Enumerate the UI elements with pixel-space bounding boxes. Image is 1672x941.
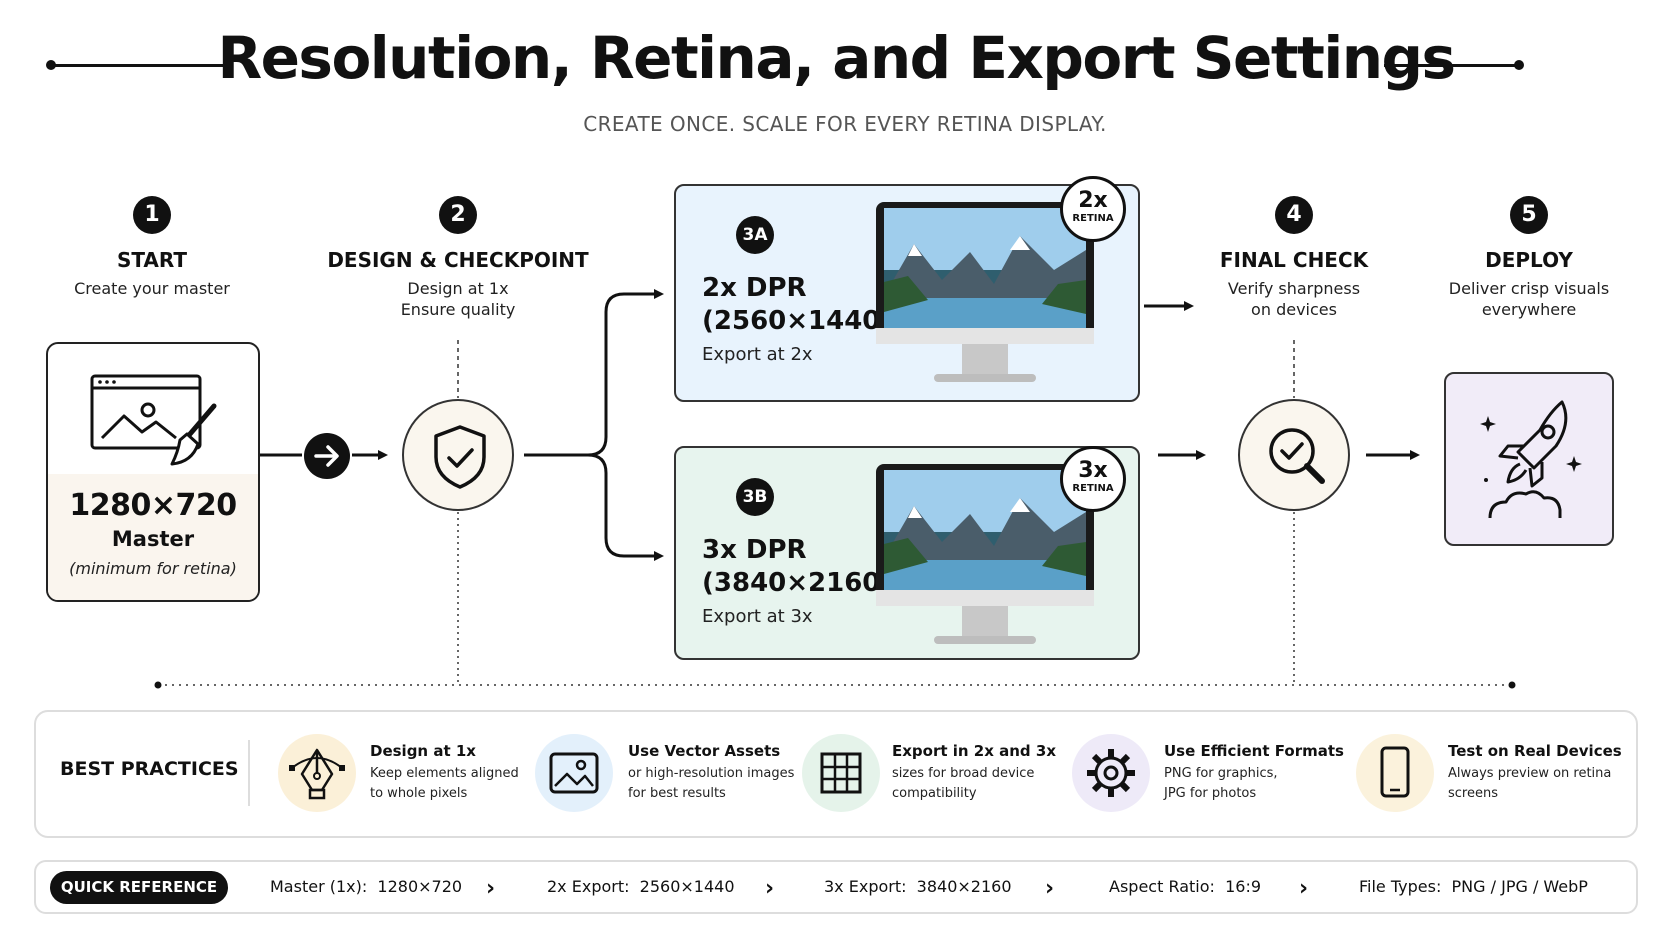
best-practices-title: BEST PRACTICES: [60, 758, 239, 780]
export-title: 2x DPR(2560×1440): [702, 273, 893, 336]
page-subtitle: CREATE ONCE. SCALE FOR EVERY RETINA DISP…: [583, 112, 1107, 136]
step-title: DEPLOY: [1485, 248, 1573, 272]
arrow-right-icon: [304, 433, 350, 479]
chevron-right-icon: ›: [1299, 876, 1309, 901]
step-badge-3a: 3A: [736, 216, 774, 254]
master-label: Master: [111, 527, 195, 551]
design-checkpoint-circle: [402, 399, 514, 511]
step-badge-3b: 3B: [736, 478, 774, 516]
export-scale-label: Export at 2x: [702, 344, 813, 365]
arrow-to-3b: [587, 453, 664, 561]
bp-item-efficient-formats: Use Efficient Formats PNG for graphics,J…: [1164, 742, 1344, 801]
arrow-to-3a: [524, 289, 664, 457]
chevron-right-icon: ›: [765, 876, 775, 901]
bp-icon-circle: [1356, 734, 1434, 812]
export-card-3x: 3B 3x DPR(3840×2160) Export at 3x 3x RET…: [674, 446, 1140, 660]
master-details: 1280×720 Master (minimum for retina): [48, 474, 258, 600]
qr-item-3x: 3x Export: 3840×2160: [824, 877, 1012, 896]
step-number: 2: [439, 196, 477, 234]
step-title: START: [116, 248, 188, 272]
step-title: DESIGN & CHECKPOINT: [327, 248, 589, 272]
page-title: Resolution, Retina, and Export Settings: [217, 24, 1456, 92]
bp-icon-circle: [1072, 734, 1150, 812]
bp-item-vector-assets: Use Vector Assets or high-resolution ima…: [628, 742, 795, 801]
deploy-card: [1444, 372, 1614, 546]
gear-icon: [1087, 749, 1135, 797]
quick-reference-bar: [34, 860, 1638, 914]
master-resolution: 1280×720: [69, 488, 237, 523]
step-number: 4: [1275, 196, 1313, 234]
step-number: 5: [1510, 196, 1548, 234]
bp-item-export-sizes: Export in 2x and 3x sizes for broad devi…: [892, 742, 1057, 801]
step-number: 1: [133, 196, 171, 234]
retina-badge: 3x RETINA: [1060, 446, 1126, 512]
shield-check-icon: [434, 425, 486, 489]
retina-badge: 2x RETINA: [1060, 176, 1126, 242]
export-scale-label: Export at 3x: [702, 606, 813, 627]
final-check-circle: [1238, 399, 1350, 511]
monitor-illustration: [876, 464, 1094, 644]
master-card: 1280×720 Master (minimum for retina): [46, 342, 260, 602]
chevron-right-icon: ›: [1045, 876, 1055, 901]
phone-icon: [1380, 746, 1410, 798]
qr-item-file-types: File Types: PNG / JPG / WebP: [1359, 877, 1588, 896]
divider: [248, 740, 250, 806]
pen-tool-icon: [289, 748, 345, 800]
export-card-2x: 3A 2x DPR(2560×1440) Export at 2x 2x RET…: [674, 176, 1140, 402]
title-rule-right: [1384, 64, 1520, 67]
image-icon: [549, 752, 599, 794]
magnifier-check-icon: [1269, 428, 1325, 484]
bp-icon-circle: [802, 734, 880, 812]
chevron-right-icon: ›: [486, 876, 496, 901]
monitor-illustration: [876, 202, 1094, 382]
qr-item-2x: 2x Export: 2560×1440: [547, 877, 735, 896]
bp-item-real-devices: Test on Real Devices Always preview on r…: [1448, 742, 1622, 801]
bp-icon-circle: [535, 734, 613, 812]
step-title: FINAL CHECK: [1219, 248, 1369, 272]
grid-icon: [820, 752, 862, 794]
step-start: 1 START Create your master: [52, 196, 252, 299]
master-note: (minimum for retina): [69, 559, 237, 578]
quick-reference-label: QUICK REFERENCE: [50, 871, 228, 904]
title-rule-dot-right: [1514, 60, 1524, 70]
title-rule-left: [50, 64, 228, 67]
bp-icon-circle: [278, 734, 356, 812]
step-desc: Create your master: [74, 279, 230, 298]
rocket-icon: [1480, 400, 1582, 519]
image-edit-icon: [90, 374, 217, 466]
qr-item-aspect: Aspect Ratio: 16:9: [1109, 877, 1262, 896]
export-title: 3x DPR(3840×2160): [702, 535, 893, 598]
qr-item-master: Master (1x): 1280×720: [270, 877, 463, 896]
